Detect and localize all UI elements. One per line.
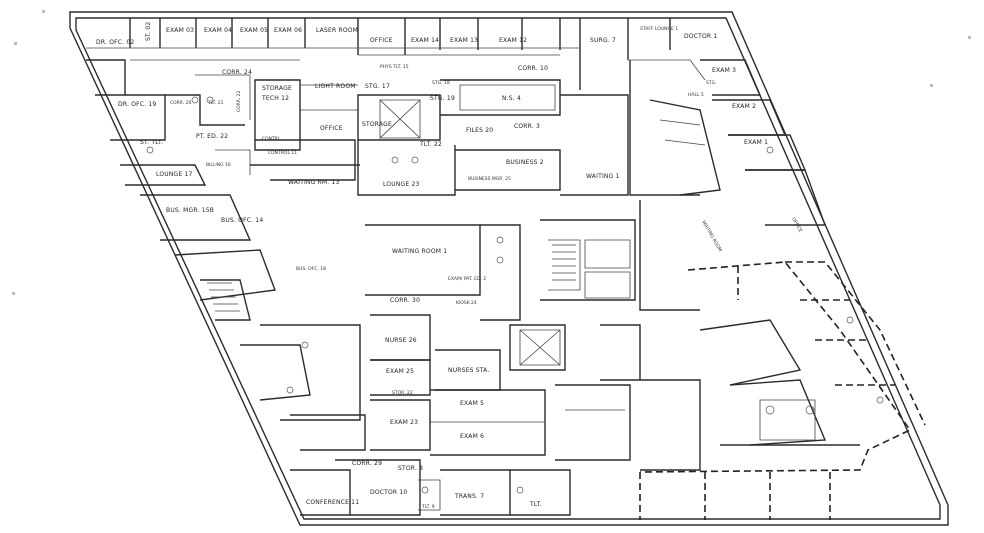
room-label-contrl: CONTRL bbox=[262, 136, 281, 142]
top-room-walls bbox=[86, 18, 726, 95]
room-label-exam-12: EXAM 12 bbox=[499, 37, 527, 44]
room-label-exam-6: EXAM 6 bbox=[460, 433, 484, 440]
room-label-office-mid: OFFICE bbox=[320, 125, 343, 132]
room-label-stg: STG. bbox=[706, 80, 717, 86]
room-label-bus-ofc-14: BUS. OFC. 14 bbox=[221, 217, 263, 224]
room-label-stor-22: STOR. 22 bbox=[392, 390, 413, 396]
fixtures bbox=[146, 96, 884, 494]
room-label-bus-ofc-18: BUS. OFC. 18 bbox=[296, 266, 326, 272]
dashed-zone bbox=[639, 261, 926, 520]
room-label-hall-5: HALL 5 bbox=[688, 92, 704, 98]
room-label-exam-04: EXAM 04 bbox=[204, 27, 232, 34]
room-label-tlt-21: TLT. 21 bbox=[207, 100, 224, 106]
room-label-office-top: OFFICE bbox=[370, 37, 393, 44]
room-label-pt-ed-22: PT. ED. 22 bbox=[196, 133, 228, 140]
room-label-tech-12: TECH 12 bbox=[261, 95, 289, 102]
room-label-stg-18: STG. 18 bbox=[432, 80, 450, 86]
right-wing-walls bbox=[629, 59, 860, 471]
lower-center-walls bbox=[240, 219, 641, 516]
room-label-corr-3: CORR. 3 bbox=[514, 123, 540, 130]
room-label-trans-7: TRANS. 7 bbox=[454, 493, 484, 500]
room-label-exam-13: EXAM 13 bbox=[450, 37, 478, 44]
room-label-business-2: BUSINESS 2 bbox=[506, 159, 544, 166]
room-label-stg-19: STG. 19 bbox=[430, 95, 455, 102]
room-label-lounge-17: LOUNGE 17 bbox=[156, 171, 193, 178]
room-label-control-11: CONTROL 11 bbox=[268, 150, 297, 156]
room-label-light-room: LIGHT ROOM bbox=[315, 83, 356, 90]
room-label-conference-11: CONFERENCE 11 bbox=[306, 499, 359, 506]
drafting-marks bbox=[12, 10, 971, 295]
room-label-corr-22: CORR. 22 bbox=[236, 90, 242, 112]
room-label-nurses-sta: NURSES STA. bbox=[448, 367, 489, 374]
room-label-corr-24: CORR. 24 bbox=[222, 69, 252, 76]
room-label-corr-29: CORR. 29 bbox=[352, 460, 382, 467]
room-label-waiting-1: WAITING 1 bbox=[586, 173, 620, 180]
room-label-exam-06: EXAM 06 bbox=[274, 27, 302, 34]
room-label-corr-20: CORR. 20 bbox=[170, 100, 192, 106]
room-label-st-tlt: ST. TLT. bbox=[140, 139, 163, 146]
room-label-billing-16: BILLING 16 bbox=[206, 162, 231, 168]
room-label-business-mgr-25: BUSINESS MGR. 25 bbox=[468, 176, 511, 182]
room-label-waiting-room-1: WAITING ROOM 1 bbox=[392, 248, 447, 255]
room-label-exam-14: EXAM 14 bbox=[411, 37, 439, 44]
room-label-exam-5: EXAM 5 bbox=[460, 400, 484, 407]
room-label-exam-03: EXAM 03 bbox=[166, 27, 194, 34]
room-label-lounge-23: LOUNGE 23 bbox=[383, 181, 420, 188]
room-label-files-20: FILES 20 bbox=[466, 127, 493, 134]
room-label-stg-17: STG. 17 bbox=[365, 83, 390, 90]
room-label-laser-room: LASER ROOM bbox=[316, 27, 358, 34]
room-label-dr-ofc-02: DR. OFC. 02 bbox=[96, 39, 134, 46]
room-label-dr-ofc-19: DR. OFC. 19 bbox=[118, 101, 156, 108]
room-label-exam-05: EXAM 05 bbox=[240, 27, 268, 34]
room-label-nurse-26: NURSE 26 bbox=[385, 337, 417, 344]
room-label-exam-pat-ed-2: EXAM/ PAT. ED. 2 bbox=[448, 276, 486, 282]
room-label-tlt-9: TLT. 9 bbox=[421, 504, 435, 510]
room-label-tlt: TLT. bbox=[529, 501, 542, 508]
room-label-exam-25: EXAM 25 bbox=[386, 368, 414, 375]
room-label-phys-tlt-15: PHYS TLT. 15 bbox=[380, 64, 409, 70]
room-label-storage-mid: STORAGE bbox=[362, 121, 392, 128]
room-label-corr-30: CORR. 30 bbox=[390, 297, 420, 304]
room-label-stor-8: STOR. 8 bbox=[398, 465, 423, 472]
room-label-exam-3: EXAM 3 bbox=[712, 67, 736, 74]
room-label-tlt-22: TLT. 22 bbox=[419, 141, 442, 148]
room-label-doctor-1: DOCTOR 1 bbox=[684, 33, 717, 40]
room-label-st-02: ST. 02 bbox=[145, 22, 152, 41]
left-wing-walls bbox=[95, 74, 360, 321]
room-label-waiting-room-rot: WAITING ROOM bbox=[700, 220, 723, 253]
room-label-doctor-10: DOCTOR 10 bbox=[370, 489, 407, 496]
room-label-surg-7: SURG. 7 bbox=[590, 37, 616, 44]
room-label-staff-lounge-1: STAFF LOUNGE 1 bbox=[640, 26, 678, 32]
room-labels: DR. OFC. 02 ST. 02 EXAM 03 EXAM 04 EXAM … bbox=[96, 22, 804, 510]
center-walls bbox=[254, 79, 629, 196]
room-label-exam-2: EXAM 2 bbox=[732, 103, 756, 110]
room-label-corr-10: CORR. 10 bbox=[518, 65, 548, 72]
building-outline bbox=[69, 11, 949, 526]
room-label-kiosk-24: KIOSK 24 bbox=[456, 300, 477, 306]
room-label-exam-23: EXAM 23 bbox=[390, 419, 418, 426]
room-label-ns-4: N.S. 4 bbox=[502, 95, 521, 102]
room-label-bus-mgr-15b: BUS. MGR. 15B bbox=[166, 207, 214, 214]
room-label-storage-left: STORAGE bbox=[262, 85, 292, 92]
room-label-exam-1: EXAM 1 bbox=[744, 139, 768, 146]
room-label-waiting-rm-13: WAITING RM. 13 bbox=[288, 179, 340, 186]
